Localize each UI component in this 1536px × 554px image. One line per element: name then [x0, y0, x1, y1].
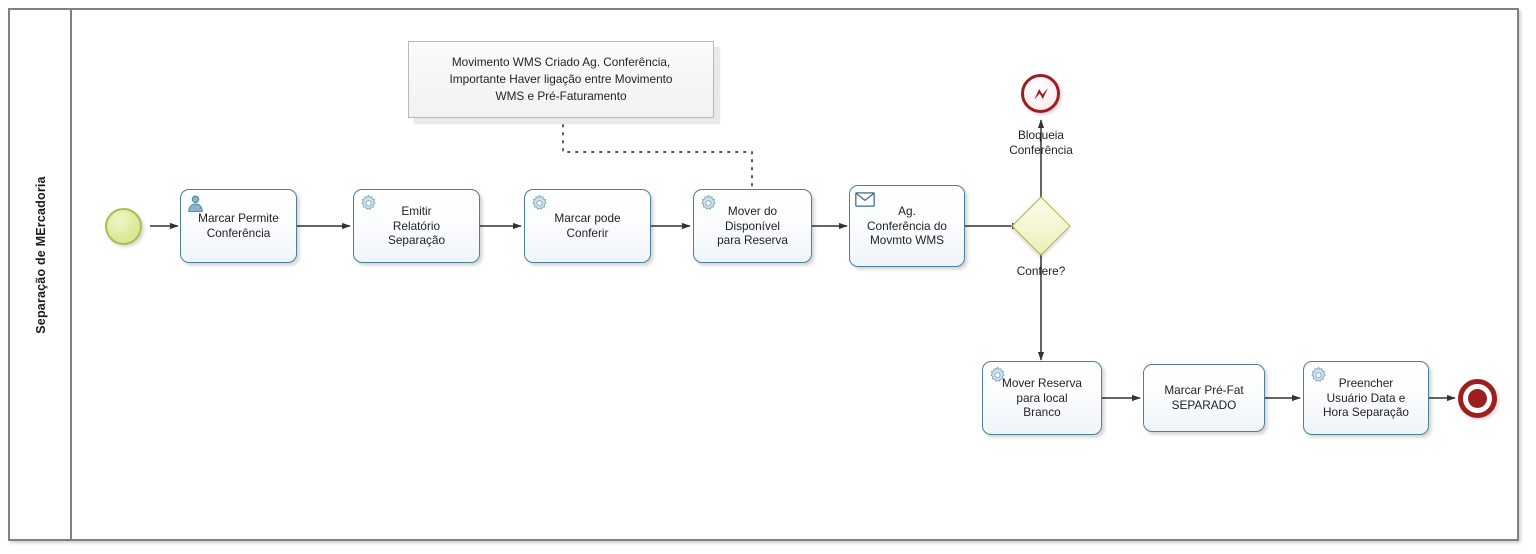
- task-label: Ag. Conferência do Movmto WMS: [866, 204, 947, 248]
- end-event-terminate[interactable]: [1458, 379, 1497, 418]
- gear-icon: [530, 194, 549, 213]
- task-marcar-permite-conferencia[interactable]: Marcar Permite Conferência: [180, 189, 297, 263]
- pool: [8, 8, 1519, 541]
- task-label: Marcar pode Conferir: [554, 211, 621, 240]
- error-bolt-icon: [1033, 87, 1048, 100]
- task-label: Mover do Disponível para Reserva: [717, 204, 788, 248]
- end-event-bloqueia-label: Bloqueia Conferência: [1009, 128, 1073, 157]
- terminate-core-icon: [1468, 389, 1487, 408]
- task-mover-do-disponivel-para-reserva[interactable]: Mover do Disponível para Reserva: [693, 189, 812, 263]
- task-mover-reserva-para-local-branco[interactable]: Mover Reserva para local Branco: [982, 361, 1102, 435]
- start-event[interactable]: [105, 208, 142, 245]
- lane-header: Separação de MErcadoria: [8, 8, 72, 541]
- task-label: Emitir Relatório Separação: [387, 204, 446, 248]
- task-preencher-usuario-data-hora-separacao[interactable]: Preencher Usuário Data e Hora Separação: [1303, 361, 1429, 435]
- task-label: Mover Reserva para local Branco: [1002, 376, 1082, 420]
- task-emitir-relatorio-separacao[interactable]: Emitir Relatório Separação: [353, 189, 480, 263]
- task-marcar-pre-fat-separado[interactable]: Marcar Pré-Fat SEPARADO: [1143, 364, 1265, 432]
- text-annotation: Movimento WMS Criado Ag. Conferência, Im…: [408, 41, 714, 118]
- gateway-label: Confere?: [1016, 264, 1066, 278]
- task-ag-conferencia-do-movmto-wms[interactable]: Ag. Conferência do Movmto WMS: [849, 185, 965, 267]
- end-event-bloqueia-conferencia[interactable]: [1021, 74, 1060, 113]
- lane-label: Separação de MErcadoria: [34, 176, 48, 334]
- task-marcar-pode-conferir[interactable]: Marcar pode Conferir: [524, 189, 651, 263]
- task-label: Marcar Permite Conferência: [198, 211, 279, 240]
- text-annotation-content: Movimento WMS Criado Ag. Conferência, Im…: [449, 55, 673, 103]
- task-label: Marcar Pré-Fat SEPARADO: [1164, 383, 1244, 412]
- user-icon: [186, 194, 205, 213]
- task-label: Preencher Usuário Data e Hora Separação: [1323, 376, 1409, 420]
